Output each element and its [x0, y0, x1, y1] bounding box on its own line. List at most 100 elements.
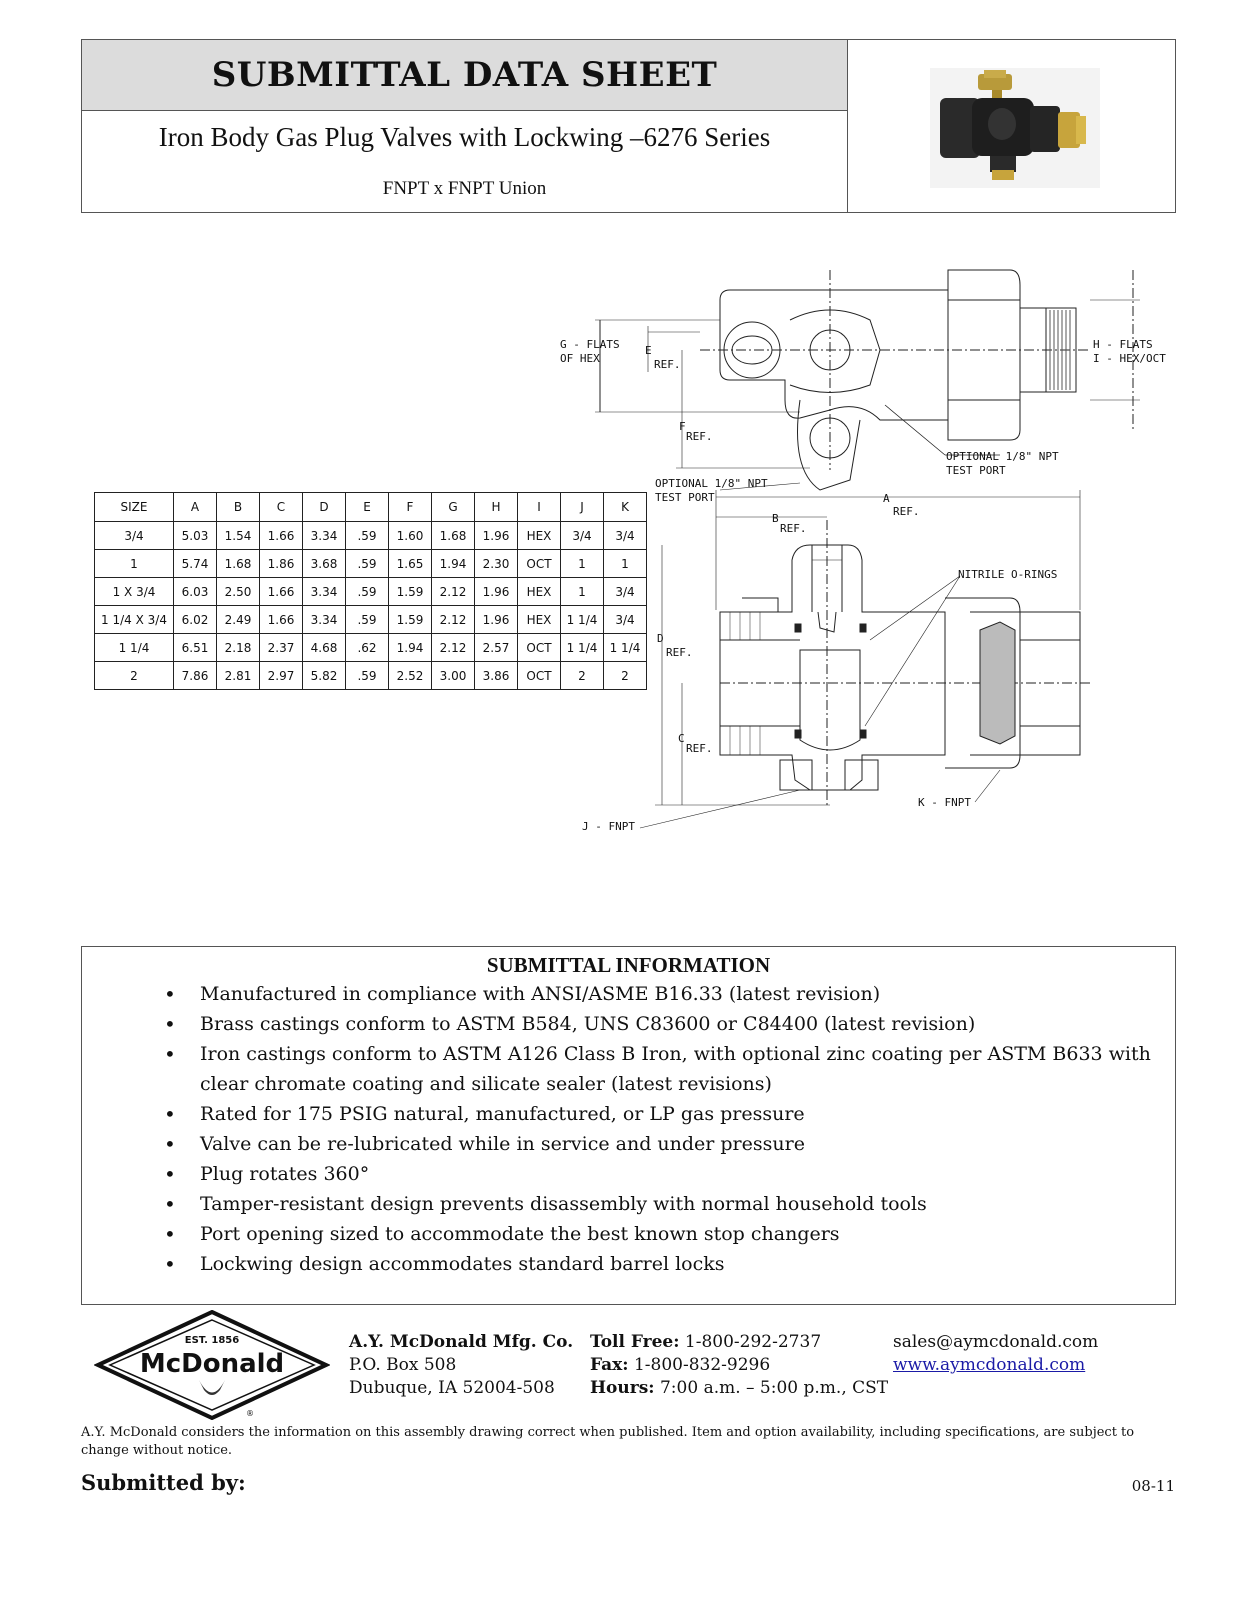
table-cell: 3.68 — [302, 549, 346, 578]
table-cell: 5.03 — [173, 521, 217, 550]
product-title: Iron Body Gas Plug Valves with Lockwing … — [158, 122, 771, 152]
table-cell: HEX — [517, 577, 561, 606]
logo-est: EST. 1856 — [185, 1335, 239, 1346]
table-cell: .59 — [345, 577, 389, 606]
column-header: J — [560, 492, 604, 522]
table-cell: 3/4 — [603, 521, 647, 550]
table-cell: 2.12 — [431, 633, 475, 662]
label-c: C — [678, 732, 685, 745]
table-cell: .59 — [345, 661, 389, 690]
table-cell: 1.60 — [388, 521, 432, 550]
list-item: Lockwing design accommodates standard ba… — [162, 1249, 1152, 1279]
list-item: Rated for 175 PSIG natural, manufactured… — [162, 1099, 1152, 1129]
table-cell: 1.96 — [474, 605, 518, 634]
table-cell: 3.86 — [474, 661, 518, 690]
label-k-fnpt: K - FNPT — [918, 796, 971, 809]
table-cell: 2.49 — [216, 605, 260, 634]
website-link[interactable]: www.aymcdonald.com — [893, 1355, 1086, 1375]
table-cell: 6.03 — [173, 577, 217, 606]
table-cell: 1.59 — [388, 577, 432, 606]
submittal-info-box: SUBMITTAL INFORMATION Manufactured in co… — [81, 946, 1176, 1305]
valve-drawing: G - FLATS OF HEX E REF. F REF. H - FLATS… — [560, 269, 1166, 833]
submitted-by-label: Submitted by: — [81, 1470, 246, 1495]
table-cell: 3.00 — [431, 661, 475, 690]
table-cell: 1.96 — [474, 577, 518, 606]
label-b-ref: REF. — [780, 522, 807, 535]
table-cell: 2.52 — [388, 661, 432, 690]
table-cell: HEX — [517, 521, 561, 550]
toll-free-number: 1-800-292-2737 — [684, 1332, 822, 1352]
table-cell: 1 1/4 — [560, 633, 604, 662]
info-list: Manufactured in compliance with ANSI/ASM… — [162, 979, 1152, 1279]
table-cell: 3.34 — [302, 521, 346, 550]
label-b: B — [772, 512, 779, 525]
table-cell: 1.59 — [388, 605, 432, 634]
list-item: Valve can be re-lubricated while in serv… — [162, 1129, 1152, 1159]
column-header: D — [302, 492, 346, 522]
table-cell: OCT — [517, 549, 561, 578]
column-header: B — [216, 492, 260, 522]
table-cell: 1.68 — [431, 521, 475, 550]
front-view — [639, 482, 1090, 829]
logo-registered: ® — [246, 1409, 254, 1418]
list-item: Tamper-resistant design prevents disasse… — [162, 1189, 1152, 1219]
table-cell: 6.51 — [173, 633, 217, 662]
table-cell: 1.66 — [259, 521, 303, 550]
table-cell: 5.74 — [173, 549, 217, 578]
table-cell: 2 — [603, 661, 647, 690]
table-cell: 2 — [560, 661, 604, 690]
label-f: F — [679, 420, 686, 433]
table-cell: 1 1/4 X 3/4 — [94, 605, 174, 634]
table-cell: 6.02 — [173, 605, 217, 634]
product-connection: FNPT x FNPT Union — [382, 178, 547, 199]
table-cell: 3.34 — [302, 577, 346, 606]
label-j-fnpt: J - FNPT — [582, 820, 635, 833]
label-g-flats: G - FLATS — [560, 338, 620, 351]
company-city: Dubuque, IA 52004-508 — [349, 1378, 555, 1398]
column-header: F — [388, 492, 432, 522]
table-cell: 1.96 — [474, 521, 518, 550]
mcdonald-logo: EST. 1856 McDonald ® — [94, 1310, 330, 1420]
valve-photo — [930, 68, 1100, 188]
table-cell: 1.68 — [216, 549, 260, 578]
label-d-ref: REF. — [666, 646, 693, 659]
revision-date: 08-11 — [1131, 1477, 1175, 1495]
label-c-ref: REF. — [686, 742, 713, 755]
email-address[interactable]: sales@aymcdonald.com — [893, 1332, 1099, 1352]
logo-name: McDonald — [140, 1349, 284, 1379]
top-view — [595, 269, 1140, 491]
table-cell: 3.34 — [302, 605, 346, 634]
table-header-row: SIZE A B C D E F G H I J K — [94, 492, 647, 522]
label-a-ref: REF. — [893, 505, 920, 518]
column-header: K — [603, 492, 647, 522]
table-cell: .59 — [345, 521, 389, 550]
table-cell: .59 — [345, 549, 389, 578]
table-cell: 1.66 — [259, 577, 303, 606]
table-cell: 3/4 — [94, 521, 174, 550]
label-h-flats: H - FLATS — [1093, 338, 1153, 351]
label-e-ref: REF. — [654, 358, 681, 371]
list-item: Brass castings conform to ASTM B584, UNS… — [162, 1009, 1152, 1039]
table-cell: 1.94 — [431, 549, 475, 578]
list-item: Port opening sized to accommodate the be… — [162, 1219, 1152, 1249]
hours-label: Hours: — [590, 1378, 655, 1398]
list-item: Plug rotates 360° — [162, 1159, 1152, 1189]
info-heading: SUBMITTAL INFORMATION — [486, 953, 771, 977]
label-d: D — [657, 632, 664, 645]
column-header: E — [345, 492, 389, 522]
column-header: G — [431, 492, 475, 522]
table-cell: OCT — [517, 661, 561, 690]
label-i-hex: I - HEX/OCT — [1093, 352, 1166, 365]
label-test-port-left-1: OPTIONAL 1/8" NPT — [655, 477, 768, 490]
contact-online: sales@aymcdonald.com www.aymcdonald.com — [893, 1331, 1098, 1377]
fax-label: Fax: — [590, 1355, 629, 1375]
column-header: C — [259, 492, 303, 522]
label-f-ref: REF. — [686, 430, 713, 443]
table-cell: 3/4 — [560, 521, 604, 550]
